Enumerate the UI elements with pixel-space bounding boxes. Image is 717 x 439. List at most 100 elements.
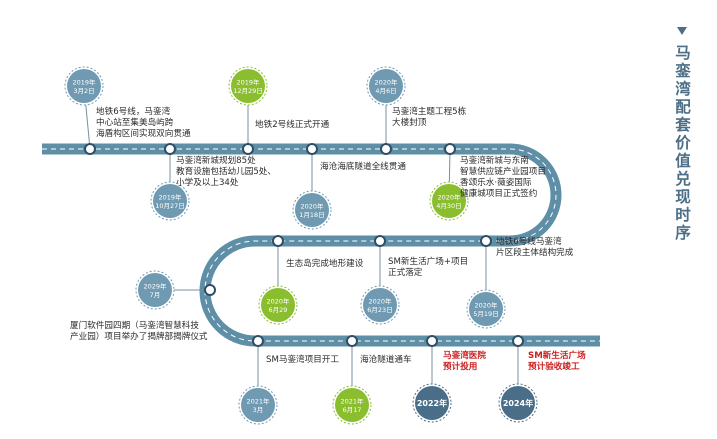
- badge-disc: [415, 386, 449, 420]
- badge-disc: [67, 69, 101, 103]
- event-description: 地铁6号线，马銮湾中心站至集美岛屿跨海盾构区间实现双向贯通: [96, 107, 191, 140]
- badge-ring: [429, 181, 469, 221]
- badge-ring: [228, 66, 268, 106]
- event-description-line: 海沧海底隧道全线贯通: [320, 162, 406, 172]
- event-description-line: 厦门软件园四期（马銮湾智慧科技: [70, 321, 199, 331]
- timeline-node: [272, 235, 284, 247]
- badge-ring: [360, 285, 400, 325]
- event-description-line: 预计投用: [443, 362, 478, 372]
- badge-ring: [466, 289, 506, 329]
- event-description-line: 片区段主体结构完成: [496, 248, 574, 258]
- badge-day: 6月29: [269, 306, 288, 314]
- badge-ring: [64, 66, 104, 106]
- timeline-node: [380, 143, 392, 155]
- timeline-node: [374, 235, 386, 247]
- timeline-node: [242, 143, 254, 155]
- badge-year: 2021年: [340, 397, 364, 406]
- badge-ring: [366, 66, 406, 106]
- badge-disc: [469, 292, 503, 326]
- badge-ring: [332, 385, 372, 425]
- badge-ring: [258, 285, 298, 325]
- event-description: 海沧海底隧道全线贯通: [320, 162, 406, 173]
- event-description-line: 海沧隧道通车: [360, 355, 412, 365]
- timeline-node: [512, 335, 524, 347]
- timeline-node: [480, 235, 492, 247]
- timeline-node: [252, 335, 264, 347]
- badge-year: 2021年: [246, 397, 270, 406]
- event-connector: [85, 104, 91, 150]
- timeline-node: [204, 284, 216, 296]
- badge-year: 2020年: [266, 297, 290, 306]
- event-description: 生态岛完成地形建设: [286, 259, 363, 270]
- badge-disc: [335, 388, 369, 422]
- event-description: SM马銮湾项目开工: [266, 355, 339, 366]
- badge-ring: [292, 190, 332, 230]
- badge-year: 2022年: [417, 398, 447, 408]
- badge-year: 2020年: [374, 78, 398, 87]
- event-description: 马銮湾医院预计投用: [443, 351, 486, 373]
- badge-day: 10月27日: [155, 202, 185, 210]
- event-description-line: 地铁2号线正式开通: [255, 120, 330, 130]
- timeline-node: [444, 143, 456, 155]
- page-title: 马銮湾配套价值兑现时序: [670, 44, 696, 242]
- title-char: 时: [675, 206, 691, 224]
- timeline-node: [346, 335, 358, 347]
- event-description-line: 教育设施包括幼儿园5处、: [176, 167, 276, 177]
- badge-disc: [432, 184, 466, 218]
- timeline-node: [164, 143, 176, 155]
- event-description-line: 香颂乐水·薇姿国际: [460, 178, 532, 188]
- title-char: 配: [675, 98, 691, 116]
- title-char: 銮: [675, 62, 691, 80]
- event-description-line: 海盾构区间实现双向贯通: [96, 129, 191, 139]
- badge-ring: [238, 385, 278, 425]
- event-description: 马銮湾新城规划85处教育设施包括幼儿园5处、小学及以上34处: [176, 156, 276, 189]
- badge-disc: [231, 69, 265, 103]
- badge-ring: [412, 383, 452, 423]
- title-char: 马: [675, 44, 691, 62]
- badge-year: 2024年: [503, 398, 533, 408]
- badge-year: 2020年: [474, 301, 498, 310]
- badge-day: 6月23日: [367, 306, 392, 314]
- event-description-line: 马銮湾新城规划85处: [176, 156, 256, 166]
- badge-ring: [135, 270, 175, 310]
- badge-year: 2020年: [368, 297, 392, 306]
- badge-year: 2020年: [437, 193, 461, 202]
- event-description: 地铁6号线马銮湾片区段主体结构完成: [496, 237, 573, 259]
- event-description-line: 智慧供应链产业园项目: [460, 167, 546, 177]
- timeline-node: [84, 143, 96, 155]
- badge-ring: [150, 181, 190, 221]
- title-char: 价: [675, 134, 691, 152]
- event-description: 马銮湾主题工程5栋大楼封顶: [392, 107, 466, 129]
- date-badge: 2024年: [498, 383, 538, 423]
- title-char: 兑: [675, 170, 691, 188]
- badge-day: 12月29日: [233, 87, 263, 95]
- badge-year: 2029年: [143, 282, 167, 291]
- badge-disc: [241, 388, 275, 422]
- event-description-line: 正式落定: [388, 268, 423, 278]
- timeline-node: [426, 335, 438, 347]
- badge-year: 2019年: [158, 193, 182, 202]
- badge-disc: [153, 184, 187, 218]
- badge-disc: [295, 193, 329, 227]
- title-char: 湾: [675, 80, 691, 98]
- event-description-line: 中心站至集美岛屿跨: [96, 118, 174, 128]
- badge-day: 4月6日: [375, 87, 396, 95]
- timeline-node: [306, 143, 318, 155]
- badge-day: 5月19日: [473, 310, 498, 318]
- badge-disc: [363, 288, 397, 322]
- event-description: 海沧隧道通车: [360, 355, 412, 366]
- title-char: 现: [675, 188, 691, 206]
- badge-day: 3月2日: [73, 87, 94, 95]
- badge-disc: [138, 273, 172, 307]
- title-char: 套: [675, 116, 691, 134]
- badge-ring: [498, 383, 538, 423]
